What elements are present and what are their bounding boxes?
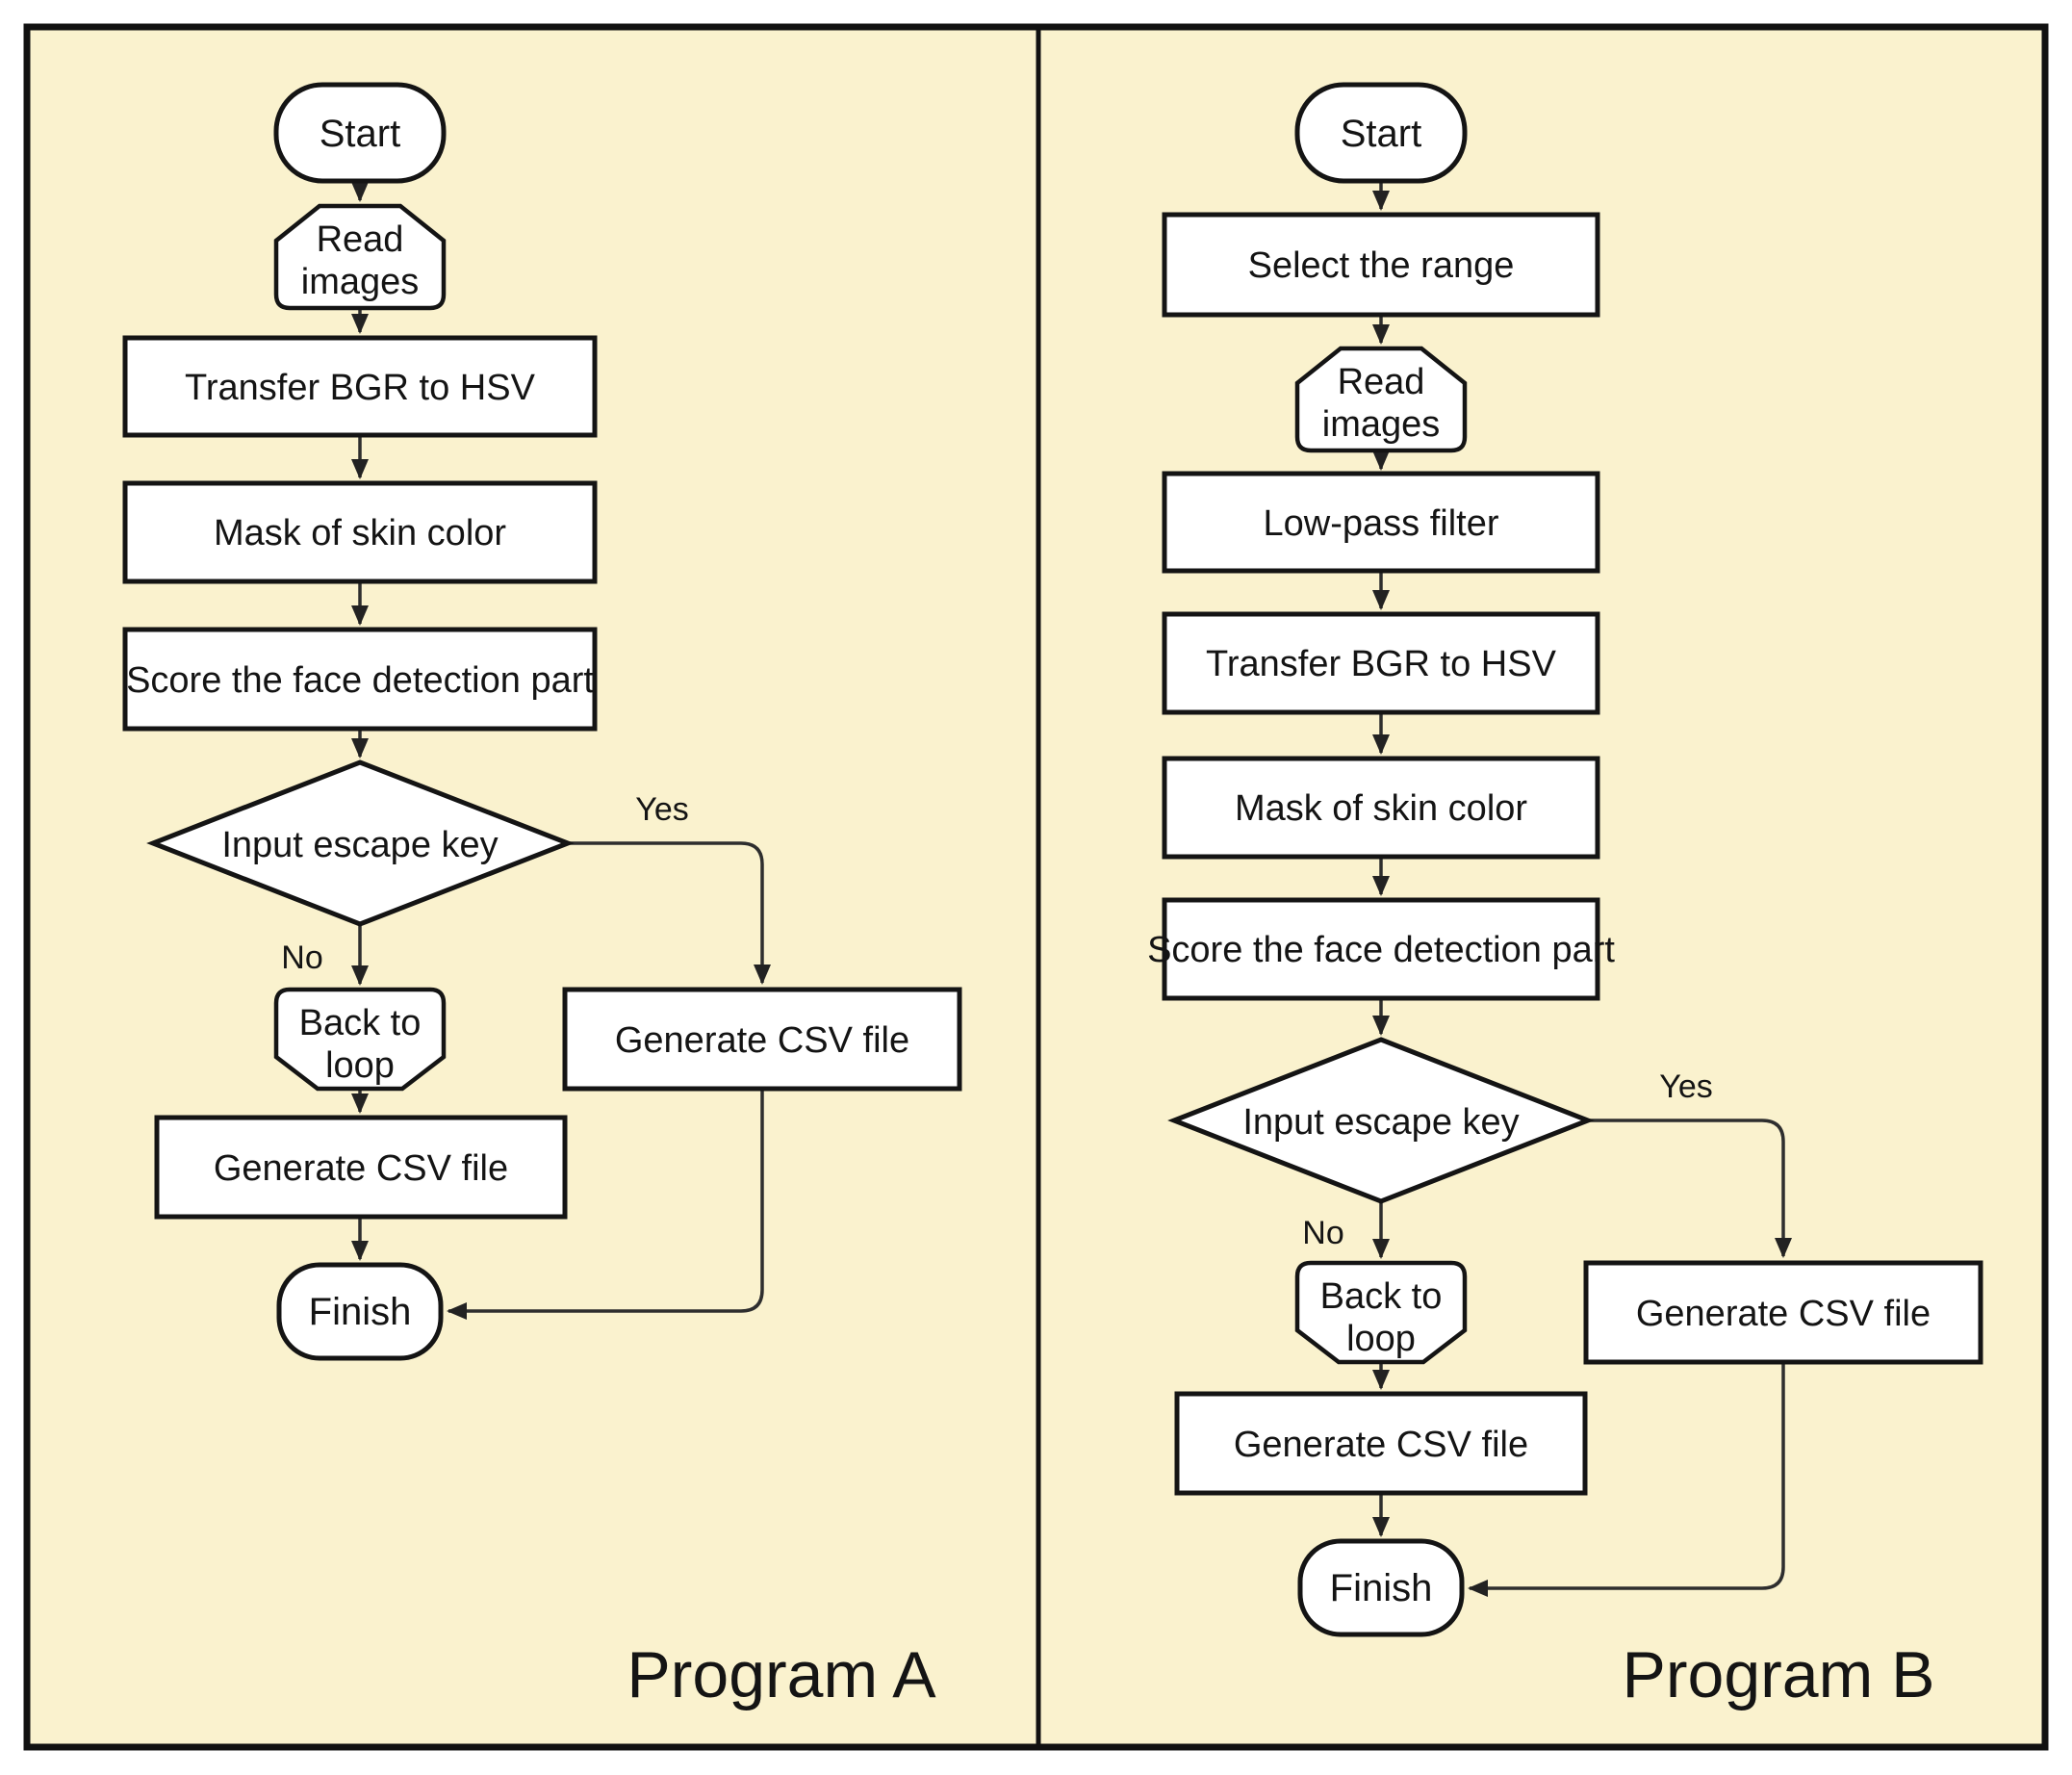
node-back-to-loop-b-line2: loop <box>1346 1319 1416 1359</box>
node-mask-a <box>122 480 598 584</box>
node-back-to-loop-a <box>273 987 447 1092</box>
panel-program-a: Start Read images Transfer BGR to HSV Ma… <box>122 82 962 1711</box>
node-read-images-b-line2: images <box>1322 404 1441 445</box>
node-lowpass-b-label: Low-pass filter <box>1264 503 1499 544</box>
node-score-a <box>122 627 598 732</box>
panel-title-b: Program B <box>1623 1638 1935 1711</box>
node-finish-b <box>1297 1538 1465 1637</box>
node-generate-main-a <box>154 1115 568 1220</box>
node-back-to-loop-b-line1: Back to <box>1320 1276 1443 1317</box>
node-score-b <box>1162 897 1600 1001</box>
panel-program-b: Start Select the range Read images Low-p… <box>1147 82 1983 1711</box>
node-decision-a-label: Input escape key <box>221 825 498 865</box>
node-select-range-b-label: Select the range <box>1248 245 1515 286</box>
node-transfer-b <box>1162 611 1600 715</box>
node-generate-yes-a-label: Generate CSV file <box>615 1020 909 1061</box>
node-finish-b-label: Finish <box>1330 1567 1433 1609</box>
node-generate-yes-a <box>562 987 962 1092</box>
node-back-to-loop-a-line1: Back to <box>299 1003 422 1043</box>
node-back-to-loop-b <box>1294 1260 1468 1365</box>
connector-yes-to-finish-a <box>447 1089 764 1320</box>
node-start-a-label: Start <box>320 113 400 155</box>
edge-label-yes-a: Yes <box>635 791 688 828</box>
node-decision-a <box>146 759 575 927</box>
edge-label-no-a: No <box>281 939 322 976</box>
connectors-a <box>351 181 771 1320</box>
node-finish-a <box>276 1262 444 1361</box>
node-generate-main-b <box>1174 1391 1588 1496</box>
node-mask-b-label: Mask of skin color <box>1235 788 1527 829</box>
node-transfer-b-label: Transfer BGR to HSV <box>1206 644 1557 684</box>
node-mask-b <box>1162 756 1600 860</box>
node-start-a <box>273 82 447 184</box>
node-start-b <box>1294 82 1468 184</box>
node-select-range-b <box>1162 212 1600 318</box>
connector-yes-branch-b <box>1588 1119 1792 1258</box>
node-start-b-label: Start <box>1341 113 1421 155</box>
node-read-images-b <box>1294 346 1468 453</box>
node-mask-a-label: Mask of skin color <box>214 513 506 553</box>
node-score-a-label: Score the face detection part <box>126 660 594 701</box>
node-read-images-b-line1: Read <box>1338 362 1425 402</box>
node-read-images-a <box>273 203 447 311</box>
node-score-b-label: Score the face detection part <box>1147 930 1615 970</box>
node-finish-a-label: Finish <box>309 1291 412 1333</box>
node-decision-b-label: Input escape key <box>1242 1102 1519 1143</box>
node-generate-yes-b <box>1583 1260 1983 1365</box>
panel-title-a: Program A <box>627 1638 936 1711</box>
connector-yes-to-finish-b <box>1468 1362 1785 1597</box>
node-generate-main-b-label: Generate CSV file <box>1234 1425 1528 1465</box>
node-decision-b <box>1167 1037 1595 1204</box>
node-generate-yes-b-label: Generate CSV file <box>1636 1294 1931 1334</box>
edge-label-no-b: No <box>1302 1215 1343 1251</box>
node-transfer-a <box>122 335 598 438</box>
node-read-images-a-line1: Read <box>317 219 404 260</box>
edge-label-yes-b: Yes <box>1659 1068 1712 1105</box>
node-lowpass-b <box>1162 471 1600 574</box>
connector-yes-branch-a <box>568 841 771 985</box>
node-read-images-a-line2: images <box>301 262 420 302</box>
node-transfer-a-label: Transfer BGR to HSV <box>185 368 536 408</box>
node-generate-main-a-label: Generate CSV file <box>214 1148 508 1189</box>
connectors-b <box>1372 181 1792 1597</box>
node-back-to-loop-a-line2: loop <box>325 1045 395 1086</box>
